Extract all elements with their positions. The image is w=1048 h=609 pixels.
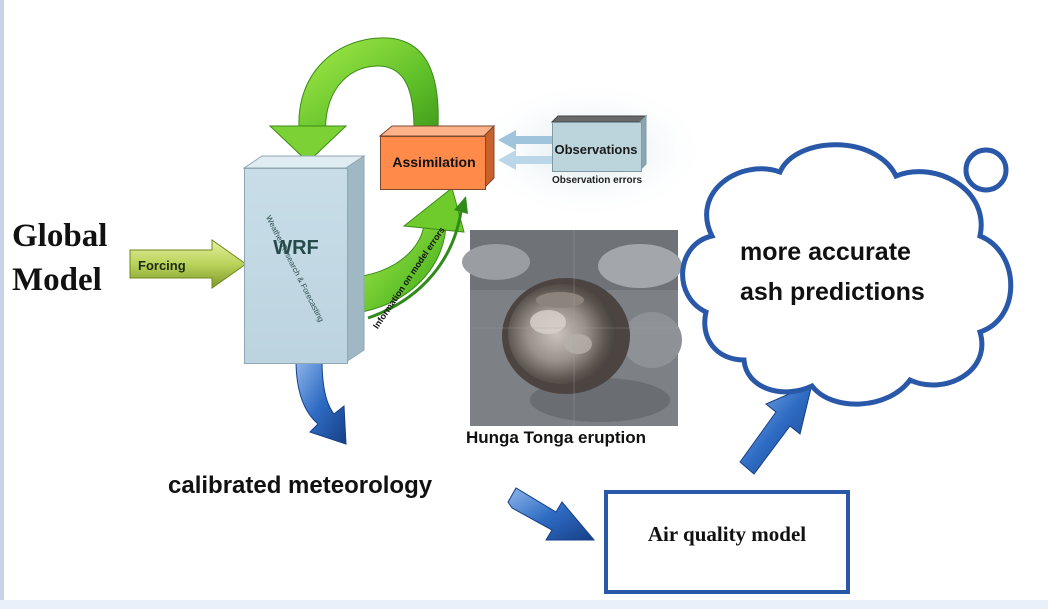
- cloud-shape: [680, 142, 1014, 407]
- global-model-label: Global Model: [12, 214, 107, 302]
- wrf-logo-text: WRF: [273, 237, 319, 259]
- left-edge-bar: [0, 0, 4, 609]
- eruption-caption: Hunga Tonga eruption: [466, 428, 647, 447]
- assimilation-box: [380, 136, 486, 190]
- eruption-photo-image: [462, 230, 682, 426]
- forcing-arrow: [129, 239, 247, 289]
- assimilation-label: Assimilation: [392, 154, 476, 170]
- assimilation-box-top: [378, 125, 496, 137]
- wrf-box-top: [242, 155, 366, 169]
- observations-label: Observations: [554, 142, 638, 157]
- info-errors-arrowhead: [454, 196, 468, 214]
- cloud-text-line2: ash predictions: [740, 278, 925, 306]
- bottom-strip: [0, 600, 1048, 609]
- forcing-label: Forcing: [138, 258, 186, 273]
- cloud-text-line1: more accurate: [740, 238, 911, 266]
- air-quality-model-label: Air quality model: [647, 522, 807, 546]
- observation-errors-label: Observation errors: [552, 175, 643, 186]
- calibrated-meteorology-label: calibrated meteorology: [168, 472, 433, 499]
- wrf-box-side: [345, 155, 365, 363]
- observations-box: [552, 122, 642, 172]
- blue-arrow-to-cloud: [739, 383, 813, 475]
- air-quality-model-box: [604, 490, 850, 594]
- global-model-line2: Model: [12, 262, 102, 298]
- observation-arrows: [498, 130, 552, 170]
- global-model-line1: Global: [12, 218, 108, 254]
- blue-arrow-to-aq: [507, 487, 596, 541]
- blue-down-arrow: [295, 359, 347, 445]
- wrf-model-box: WRF: [244, 168, 348, 364]
- green-loop-arrow-top: [268, 37, 439, 163]
- cloud-text: more accurate ash predictions: [740, 232, 925, 312]
- info-errors-arrow: [367, 203, 464, 320]
